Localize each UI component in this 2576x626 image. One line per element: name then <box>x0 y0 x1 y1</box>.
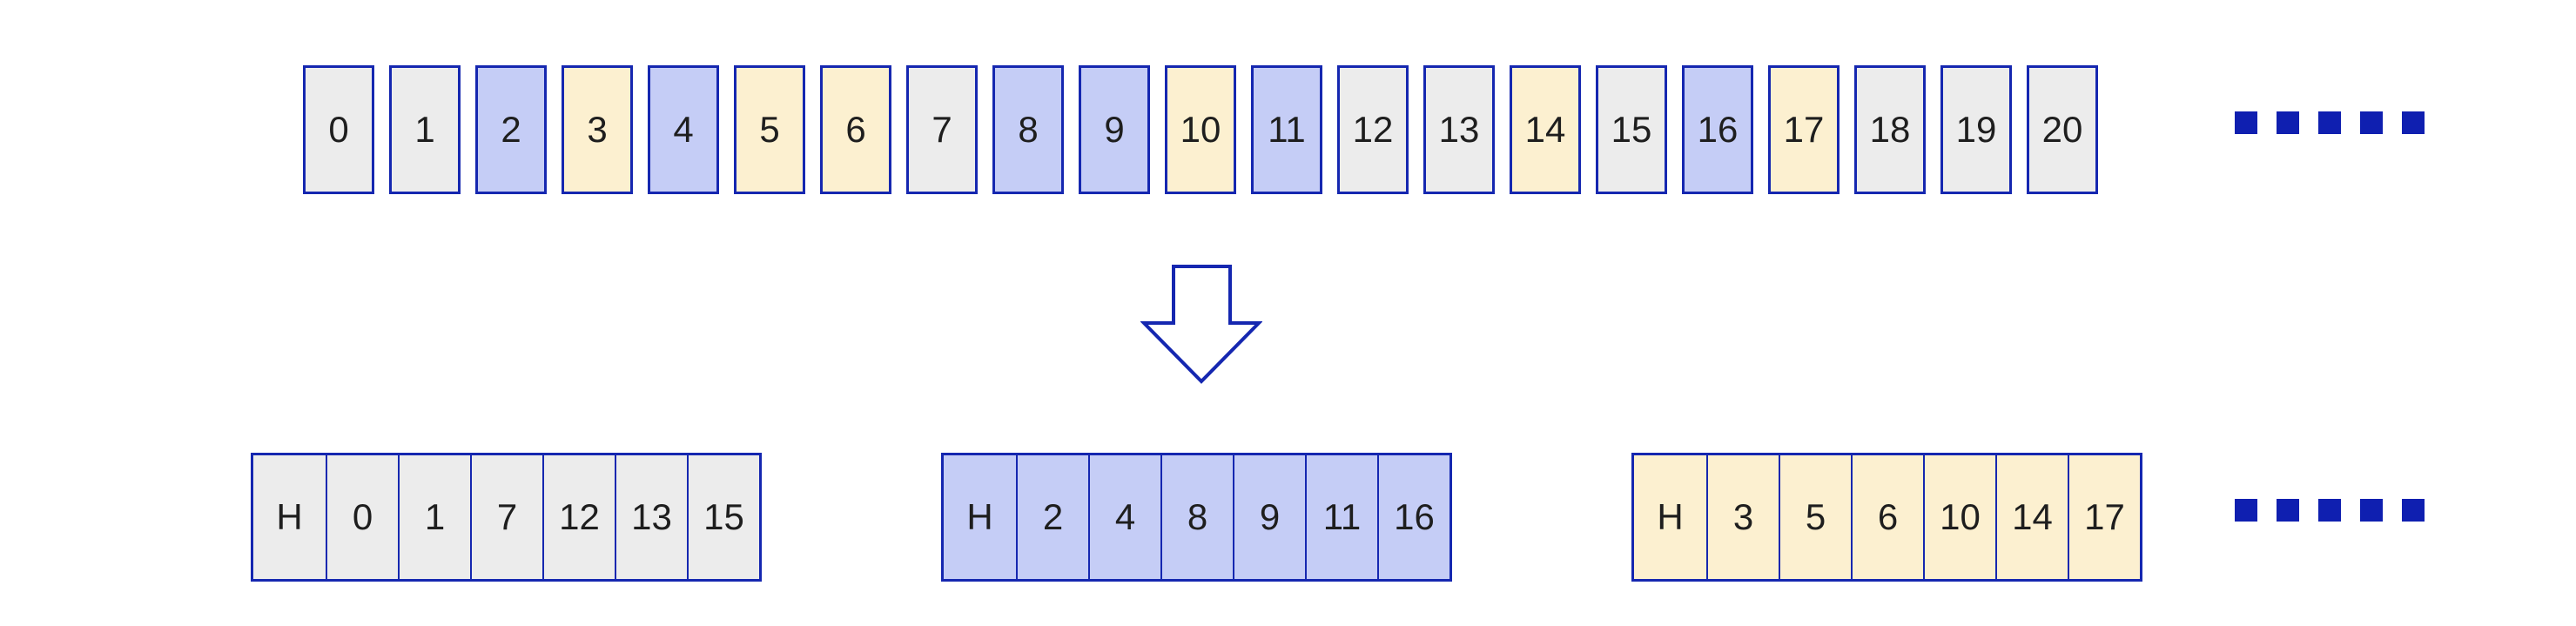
bucket-cell-8: 8 <box>1160 455 1233 579</box>
array-cell-3: 3 <box>562 65 633 194</box>
ellipsis-bottom <box>2235 499 2425 522</box>
array-cell-9: 9 <box>1079 65 1150 194</box>
bucket-cell-H: H <box>944 455 1016 579</box>
array-cell-20: 20 <box>2027 65 2098 194</box>
bucket-cell-15: 15 <box>687 455 759 579</box>
bucket-cell-11: 11 <box>1305 455 1377 579</box>
bucket-cell-14: 14 <box>1995 455 2068 579</box>
array-cell-11: 11 <box>1251 65 1322 194</box>
array-cell-15: 15 <box>1596 65 1667 194</box>
bucket-cell-16: 16 <box>1377 455 1449 579</box>
array-cell-6: 6 <box>820 65 891 194</box>
bucket-cell-2: 2 <box>1016 455 1088 579</box>
bucket-cell-9: 9 <box>1233 455 1305 579</box>
ellipsis-square-icon <box>2277 111 2299 134</box>
bucket-cell-4: 4 <box>1088 455 1160 579</box>
bucket-cell-3: 3 <box>1706 455 1779 579</box>
array-cell-10: 10 <box>1165 65 1236 194</box>
ellipsis-square-icon <box>2402 499 2425 522</box>
array-cell-19: 19 <box>1940 65 2012 194</box>
ellipsis-square-icon <box>2360 499 2383 522</box>
bucket-cell-6: 6 <box>1851 455 1923 579</box>
bucket-cell-12: 12 <box>542 455 615 579</box>
array-cell-4: 4 <box>648 65 719 194</box>
bucket-cell-H: H <box>1634 455 1706 579</box>
array-cell-17: 17 <box>1768 65 1840 194</box>
ellipsis-square-icon <box>2235 499 2257 522</box>
ellipsis-square-icon <box>2318 499 2341 522</box>
array-cell-5: 5 <box>734 65 805 194</box>
bucket-cell-10: 10 <box>1923 455 1995 579</box>
down-arrow-icon <box>1140 265 1262 384</box>
array-cell-16: 16 <box>1682 65 1753 194</box>
bucket-cell-1: 1 <box>398 455 470 579</box>
ellipsis-square-icon <box>2402 111 2425 134</box>
bucket-cell-7: 7 <box>470 455 542 579</box>
bucket-cell-17: 17 <box>2068 455 2140 579</box>
bucket-cell-13: 13 <box>615 455 687 579</box>
array-cell-1: 1 <box>389 65 461 194</box>
array-cell-14: 14 <box>1510 65 1581 194</box>
ellipsis-square-icon <box>2360 111 2383 134</box>
array-cell-8: 8 <box>992 65 1064 194</box>
ellipsis-square-icon <box>2318 111 2341 134</box>
bucket-cell-0: 0 <box>326 455 398 579</box>
bucket-cell-5: 5 <box>1779 455 1851 579</box>
ellipsis-square-icon <box>2277 499 2299 522</box>
array-cell-0: 0 <box>303 65 374 194</box>
array-cell-13: 13 <box>1423 65 1495 194</box>
ellipsis-square-icon <box>2235 111 2257 134</box>
array-cell-18: 18 <box>1854 65 1926 194</box>
bucket-cell-H: H <box>253 455 326 579</box>
array-cell-7: 7 <box>906 65 978 194</box>
ellipsis-top <box>2235 111 2425 134</box>
array-cell-12: 12 <box>1337 65 1409 194</box>
array-cell-2: 2 <box>475 65 547 194</box>
